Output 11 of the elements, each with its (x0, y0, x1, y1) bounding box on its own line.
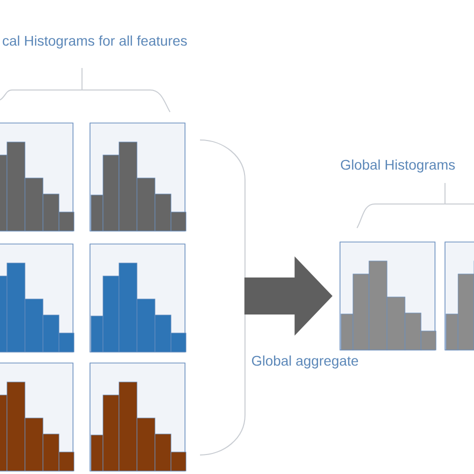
histogram-drawing (340, 242, 436, 350)
histogram-drawing (90, 362, 186, 472)
histogram-drawing (0, 244, 74, 352)
heading: Global Histograms (340, 159, 455, 173)
histogram-drawing (444, 242, 474, 350)
heading: cal Histograms for all features (2, 35, 187, 49)
histogram-drawing (0, 362, 74, 472)
histogram-drawing (0, 122, 74, 232)
edge-label: Global aggregate (252, 355, 358, 369)
histogram-drawing (90, 122, 186, 232)
histogram-drawing (90, 244, 186, 352)
